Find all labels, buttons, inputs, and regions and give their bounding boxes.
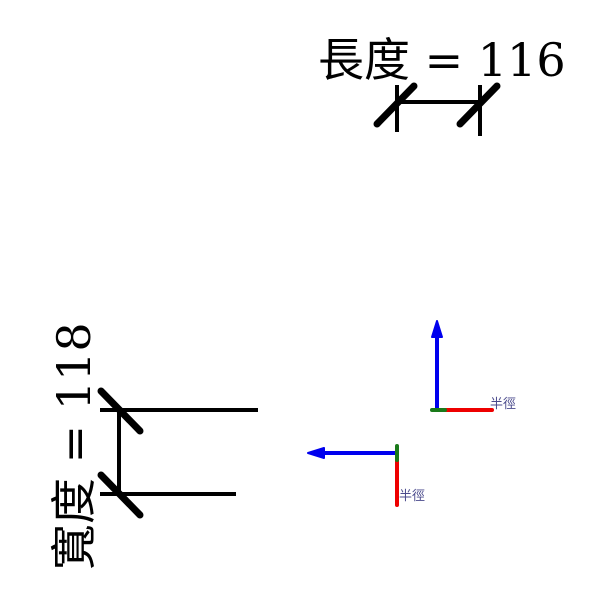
axis-gizmo-1[interactable]: 半徑 bbox=[430, 320, 516, 412]
width-dimension[interactable]: 寬度 = 118 bbox=[47, 322, 258, 570]
length-tick-right bbox=[456, 82, 501, 128]
arrow-up-icon bbox=[431, 320, 443, 338]
arrow-left-icon bbox=[307, 447, 325, 459]
length-tick-left bbox=[373, 82, 418, 128]
axis-gizmo-2[interactable]: 半徑 bbox=[307, 444, 425, 507]
length-dimension-label[interactable]: 長度 = 116 bbox=[318, 33, 566, 87]
width-tick-top bbox=[97, 387, 144, 435]
axis-label: 半徑 bbox=[399, 489, 425, 504]
length-dimension[interactable]: 長度 = 116 bbox=[318, 33, 566, 136]
width-tick-bottom bbox=[97, 471, 144, 519]
axis-label: 半徑 bbox=[490, 397, 516, 412]
width-dimension-label[interactable]: 寬度 = 118 bbox=[47, 322, 101, 570]
